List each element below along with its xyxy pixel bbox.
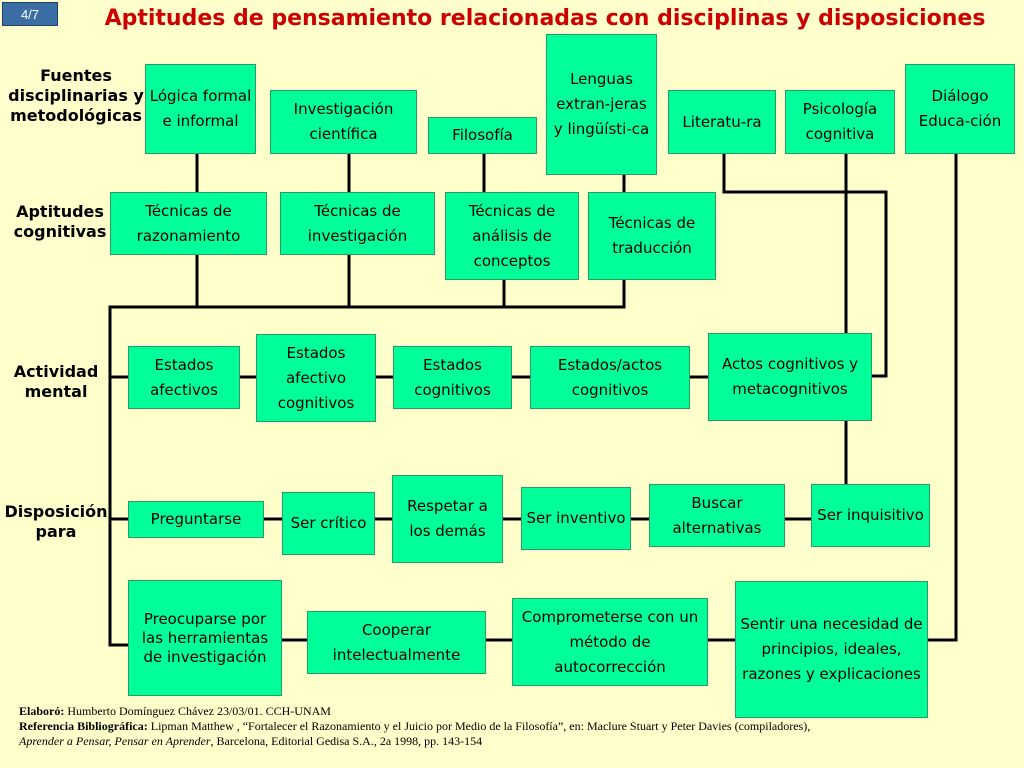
disposition-box-ser-critico: Ser crítico bbox=[282, 492, 375, 555]
publisher-text: , Barcelona, Editorial Gedisa S.A., 2a 1… bbox=[210, 734, 483, 748]
row-label-sources: Fuentes disciplinarias y metodológicas bbox=[8, 66, 144, 125]
aptitude-box-traduccion: Técnicas de traducción bbox=[588, 192, 716, 280]
source-box-literatura: Literatu-ra bbox=[668, 90, 776, 154]
activity-box-cognitivos: Estados cognitivos bbox=[393, 346, 512, 409]
activity-box-metacognitivos: Actos cognitivos y metacognitivos bbox=[708, 333, 872, 421]
row-label-activity: Actividad mental bbox=[13, 362, 99, 401]
footer-credits: Elaboró: Humberto Domínguez Chávez 23/03… bbox=[19, 704, 1009, 749]
source-box-investigacion: Investigación científica bbox=[270, 90, 417, 154]
disposition-box-comprometerse: Comprometerse con un método de autocorre… bbox=[512, 598, 708, 686]
disposition-box-cooperar: Cooperar intelectualmente bbox=[307, 611, 486, 674]
disposition-box-ser-inventivo: Ser inventivo bbox=[521, 487, 631, 550]
footer-book-line: Aprender a Pensar, Pensar en Aprender, B… bbox=[19, 734, 1009, 749]
activity-box-afectivos: Estados afectivos bbox=[128, 346, 240, 409]
aptitude-box-razonamiento: Técnicas de razonamiento bbox=[110, 192, 267, 255]
disposition-box-preguntarse: Preguntarse bbox=[128, 501, 264, 538]
source-box-filosofia: Filosofía bbox=[428, 117, 537, 154]
disposition-box-buscar-alternativas: Buscar alternativas bbox=[649, 484, 785, 547]
source-box-dialogo: Diálogo Educa-ción bbox=[905, 64, 1015, 154]
aptitude-box-investigacion: Técnicas de investigación bbox=[280, 192, 435, 255]
disposition-box-ser-inquisitivo: Ser inquisitivo bbox=[811, 484, 930, 547]
book-title: Aprender a Pensar, Pensar en Aprender bbox=[19, 734, 211, 748]
reference-label: Referencia Bibliográfica: bbox=[19, 719, 148, 733]
row-label-aptitudes: Aptitudes cognitivas bbox=[13, 202, 107, 241]
activity-box-estados-actos: Estados/actos cognitivos bbox=[530, 346, 690, 409]
disposition-box-respetar: Respetar a los demás bbox=[392, 475, 503, 563]
aptitude-box-analisis: Técnicas de análisis de conceptos bbox=[445, 192, 579, 280]
footer-author-line: Elaboró: Humberto Domínguez Chávez 23/03… bbox=[19, 704, 1009, 719]
reference-text: Lipman Matthew , “Fortalecer el Razonami… bbox=[150, 719, 811, 733]
disposition-box-preocuparse: Preocuparse por las herramientas de inve… bbox=[128, 580, 282, 696]
row-label-disposition: Disposición para bbox=[4, 502, 108, 541]
source-box-psicologia: Psicología cognitiva bbox=[785, 90, 895, 154]
source-box-logica: Lógica formal e informal bbox=[145, 64, 256, 154]
footer-reference-line: Referencia Bibliográfica: Lipman Matthew… bbox=[19, 719, 1009, 734]
author-text: Humberto Domínguez Chávez 23/03/01. CCH-… bbox=[67, 704, 331, 718]
slide-number-badge: 4/7 bbox=[2, 2, 58, 26]
page-title: Aptitudes de pensamiento relacionadas co… bbox=[104, 6, 986, 31]
author-label: Elaboró: bbox=[19, 704, 65, 718]
disposition-box-sentir-necesidad: Sentir una necesidad de principios, idea… bbox=[735, 581, 928, 718]
source-box-lenguas: Lenguas extran-jeras y lingüísti-ca bbox=[546, 34, 657, 175]
activity-box-afectivo-cognitivos: Estados afectivo cognitivos bbox=[256, 334, 376, 422]
